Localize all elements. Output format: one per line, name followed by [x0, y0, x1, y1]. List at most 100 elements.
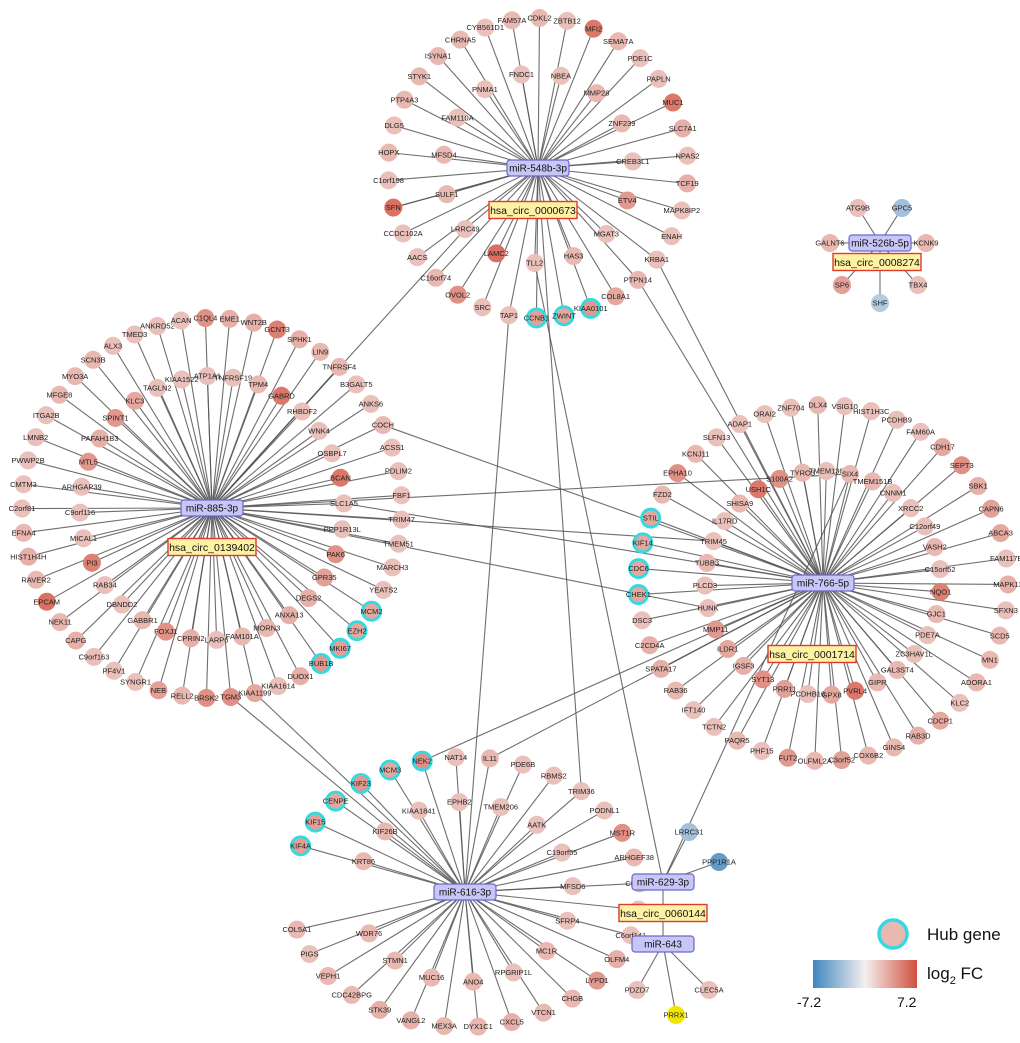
gene-node-ccdc102a[interactable]: CCDC102A — [383, 224, 423, 243]
gene-node-sept3[interactable]: SEPT3 — [950, 456, 974, 475]
gene-node-gabrd[interactable]: GABRD — [268, 386, 295, 405]
gene-node-kcnj11[interactable]: KCNJ11 — [682, 444, 709, 463]
gene-node-cdc42bpg[interactable]: CDC42BPG — [332, 985, 373, 1004]
gene-node-creb3l1[interactable]: CREB3L1 — [616, 152, 649, 171]
gene-node-trim45[interactable]: TRIM45 — [700, 532, 727, 551]
gene-node-muc1[interactable]: MUC1 — [662, 93, 684, 112]
gene-node-npas2[interactable]: NPAS2 — [675, 146, 700, 165]
gene-node-gcnt3[interactable]: GCNT3 — [264, 320, 290, 339]
gene-node-pnma1[interactable]: PNMA1 — [472, 80, 498, 99]
mirna-node-mir-526b-5p[interactable]: miR-526b-5p — [848, 234, 912, 252]
gene-node-has3[interactable]: HAS3 — [564, 247, 584, 266]
gene-node-fbf1[interactable]: FBF1 — [392, 486, 411, 505]
gene-node-tpm4[interactable]: TPM4 — [248, 375, 268, 394]
circrna-node-hsa-circ-0008274[interactable]: hsa_circ_0008274 — [832, 252, 922, 272]
mirna-node-mir-616-3p[interactable]: miR-616-3p — [433, 883, 497, 901]
gene-node-six4[interactable]: SIX4 — [840, 464, 859, 483]
gene-node-adap1[interactable]: ADAP1 — [727, 415, 752, 434]
gene-node-kif23[interactable]: KIF23 — [350, 772, 372, 794]
gene-node-wnt2b[interactable]: WNT2B — [241, 313, 267, 332]
gene-node-wnk4[interactable]: WNK4 — [308, 421, 330, 440]
gene-node-cox6b2[interactable]: COX6B2 — [854, 746, 884, 765]
gene-node-ift140[interactable]: IFT140 — [682, 701, 706, 720]
gene-node-abca3[interactable]: ABCA3 — [988, 524, 1013, 543]
gene-node-znf239[interactable]: ZNF239 — [608, 114, 635, 133]
gene-node-atp1a1[interactable]: ATP1A1 — [194, 367, 221, 386]
gene-node-pde7a[interactable]: PDE7A — [915, 626, 940, 645]
gene-node-cdcp1[interactable]: CDCP1 — [927, 711, 953, 730]
gene-node-paqr5[interactable]: PAQR5 — [725, 731, 750, 750]
gene-node-olfm4[interactable]: OLFM4 — [604, 950, 629, 969]
gene-node-pafah1b3[interactable]: PAFAH1B3 — [81, 429, 118, 448]
gene-node-gpc5[interactable]: GPC5 — [892, 199, 912, 217]
mirna-node-mir-885-3p[interactable]: miR-885-3p — [180, 499, 244, 517]
gene-node-dsc3[interactable]: DSC3 — [632, 611, 652, 630]
gene-node-efna4[interactable]: EFNA4 — [12, 523, 36, 542]
gene-node-col5a1[interactable]: COL5A1 — [283, 920, 312, 939]
gene-node-spint1[interactable]: SPINT1 — [102, 408, 129, 427]
gene-node-krt86[interactable]: KRT86 — [352, 852, 375, 871]
gene-node-nat14[interactable]: NAT14 — [444, 748, 467, 767]
gene-node-arhgap39[interactable]: ARHGAP39 — [62, 477, 102, 496]
gene-node-scn3b[interactable]: SCN3B — [81, 350, 106, 369]
gene-node-vsig10[interactable]: VSIG10 — [832, 397, 858, 416]
gene-node-cdc6[interactable]: CDC6 — [628, 558, 650, 580]
gene-node-shf[interactable]: SHF — [871, 294, 889, 312]
mirna-node-mir-766-5p[interactable]: miR-766-5p — [791, 574, 855, 592]
gene-node-sfxn3[interactable]: SFXN3 — [994, 601, 1018, 620]
gene-node-phf15[interactable]: PHF15 — [750, 741, 774, 760]
gene-node-shisa9[interactable]: SHISA9 — [726, 494, 753, 513]
gene-node-dbndd2[interactable]: DBNDD2 — [107, 595, 138, 614]
gene-node-prrx1[interactable]: PRRX1 — [663, 1006, 689, 1024]
gene-node-nqo1[interactable]: NQO1 — [930, 582, 951, 601]
gene-node-klc3[interactable]: KLC3 — [125, 391, 144, 410]
gene-node-sulf1[interactable]: SULF1 — [435, 185, 458, 204]
gene-node-clec5a[interactable]: CLEC5A — [694, 981, 724, 999]
gene-node-c15orf52[interactable]: C15orf52 — [925, 560, 956, 579]
gene-node-orai2[interactable]: ORAI2 — [753, 405, 776, 424]
gene-node-c9orf116[interactable]: C9orf116 — [65, 503, 95, 522]
gene-node-stil[interactable]: STIL — [640, 507, 662, 529]
gene-node-bub1b[interactable]: BUB1B — [309, 653, 334, 675]
mirna-node-mir-548b-3p[interactable]: miR-548b-3p — [506, 159, 570, 177]
gene-node-pwwp2b[interactable]: PWWP2B — [11, 451, 45, 470]
gene-node-krba1[interactable]: KRBA1 — [644, 250, 669, 269]
gene-node-kiaa0101[interactable]: KIAA0101 — [574, 297, 608, 319]
gene-node-sema7a[interactable]: SEMA7A — [603, 32, 633, 51]
gene-node-fndc1[interactable]: FNDC1 — [509, 65, 534, 84]
gene-node-muc16[interactable]: MUC16 — [419, 968, 444, 987]
gene-node-sphk1[interactable]: SPHK1 — [287, 330, 312, 349]
gene-node-chgb[interactable]: CHGB — [562, 989, 584, 1008]
gene-node-syt13[interactable]: SYT13 — [751, 670, 774, 689]
gene-node-dlx4[interactable]: DLX4 — [808, 396, 827, 415]
gene-node-cprin2[interactable]: CPRIN2 — [177, 629, 205, 648]
gene-node-neb[interactable]: NEB — [149, 681, 168, 700]
gene-node-slc7a1[interactable]: SLC7A1 — [669, 119, 697, 138]
gene-node-alx3[interactable]: ALX3 — [104, 336, 122, 355]
gene-node-fzd2[interactable]: FZD2 — [653, 485, 672, 504]
gene-node-kiaa1522[interactable]: KIAA1522 — [165, 370, 199, 389]
gene-node-c9orf163[interactable]: C9orf163 — [79, 647, 110, 666]
gene-node-pde6b[interactable]: PDE6B — [511, 755, 536, 774]
gene-node-veph1[interactable]: VEPH1 — [316, 967, 341, 986]
gene-node-yeats2[interactable]: YEATS2 — [369, 580, 398, 599]
gene-node-ankrd52[interactable]: ANKRD52 — [140, 317, 175, 336]
gene-node-ano4[interactable]: ANO4 — [463, 972, 483, 991]
gene-node-fam117b[interactable]: FAM117B — [990, 549, 1020, 568]
gene-node-podnl1[interactable]: PODNL1 — [589, 801, 619, 820]
gene-node-lin9[interactable]: LIN9 — [311, 342, 330, 361]
gene-node-pak6[interactable]: PAK6 — [326, 545, 345, 564]
gene-node-cyb561d1[interactable]: CYB561D1 — [466, 18, 504, 37]
gene-node-tmem136[interactable]: TMEM136 — [809, 462, 844, 481]
gene-node-raver2[interactable]: RAVER2 — [21, 570, 51, 589]
gene-node-styk1[interactable]: STYK1 — [407, 67, 431, 86]
gene-node-c3orf52[interactable]: C3orf52 — [828, 751, 855, 770]
gene-node-pdzd7[interactable]: PDZD7 — [625, 981, 650, 999]
gene-node-gpx8[interactable]: GPX8 — [822, 685, 842, 704]
gene-node-kiaa1614[interactable]: KIAA1614 — [261, 677, 295, 696]
gene-node-tmem51[interactable]: TMEM51 — [383, 534, 414, 553]
gene-node-capg[interactable]: CAPG — [65, 631, 87, 650]
gene-node-pdlim2[interactable]: PDLIM2 — [385, 462, 412, 481]
gene-node-mst1r[interactable]: MST1R — [610, 823, 636, 842]
gene-node-kiaa1199[interactable]: KIAA1199 — [238, 684, 271, 703]
